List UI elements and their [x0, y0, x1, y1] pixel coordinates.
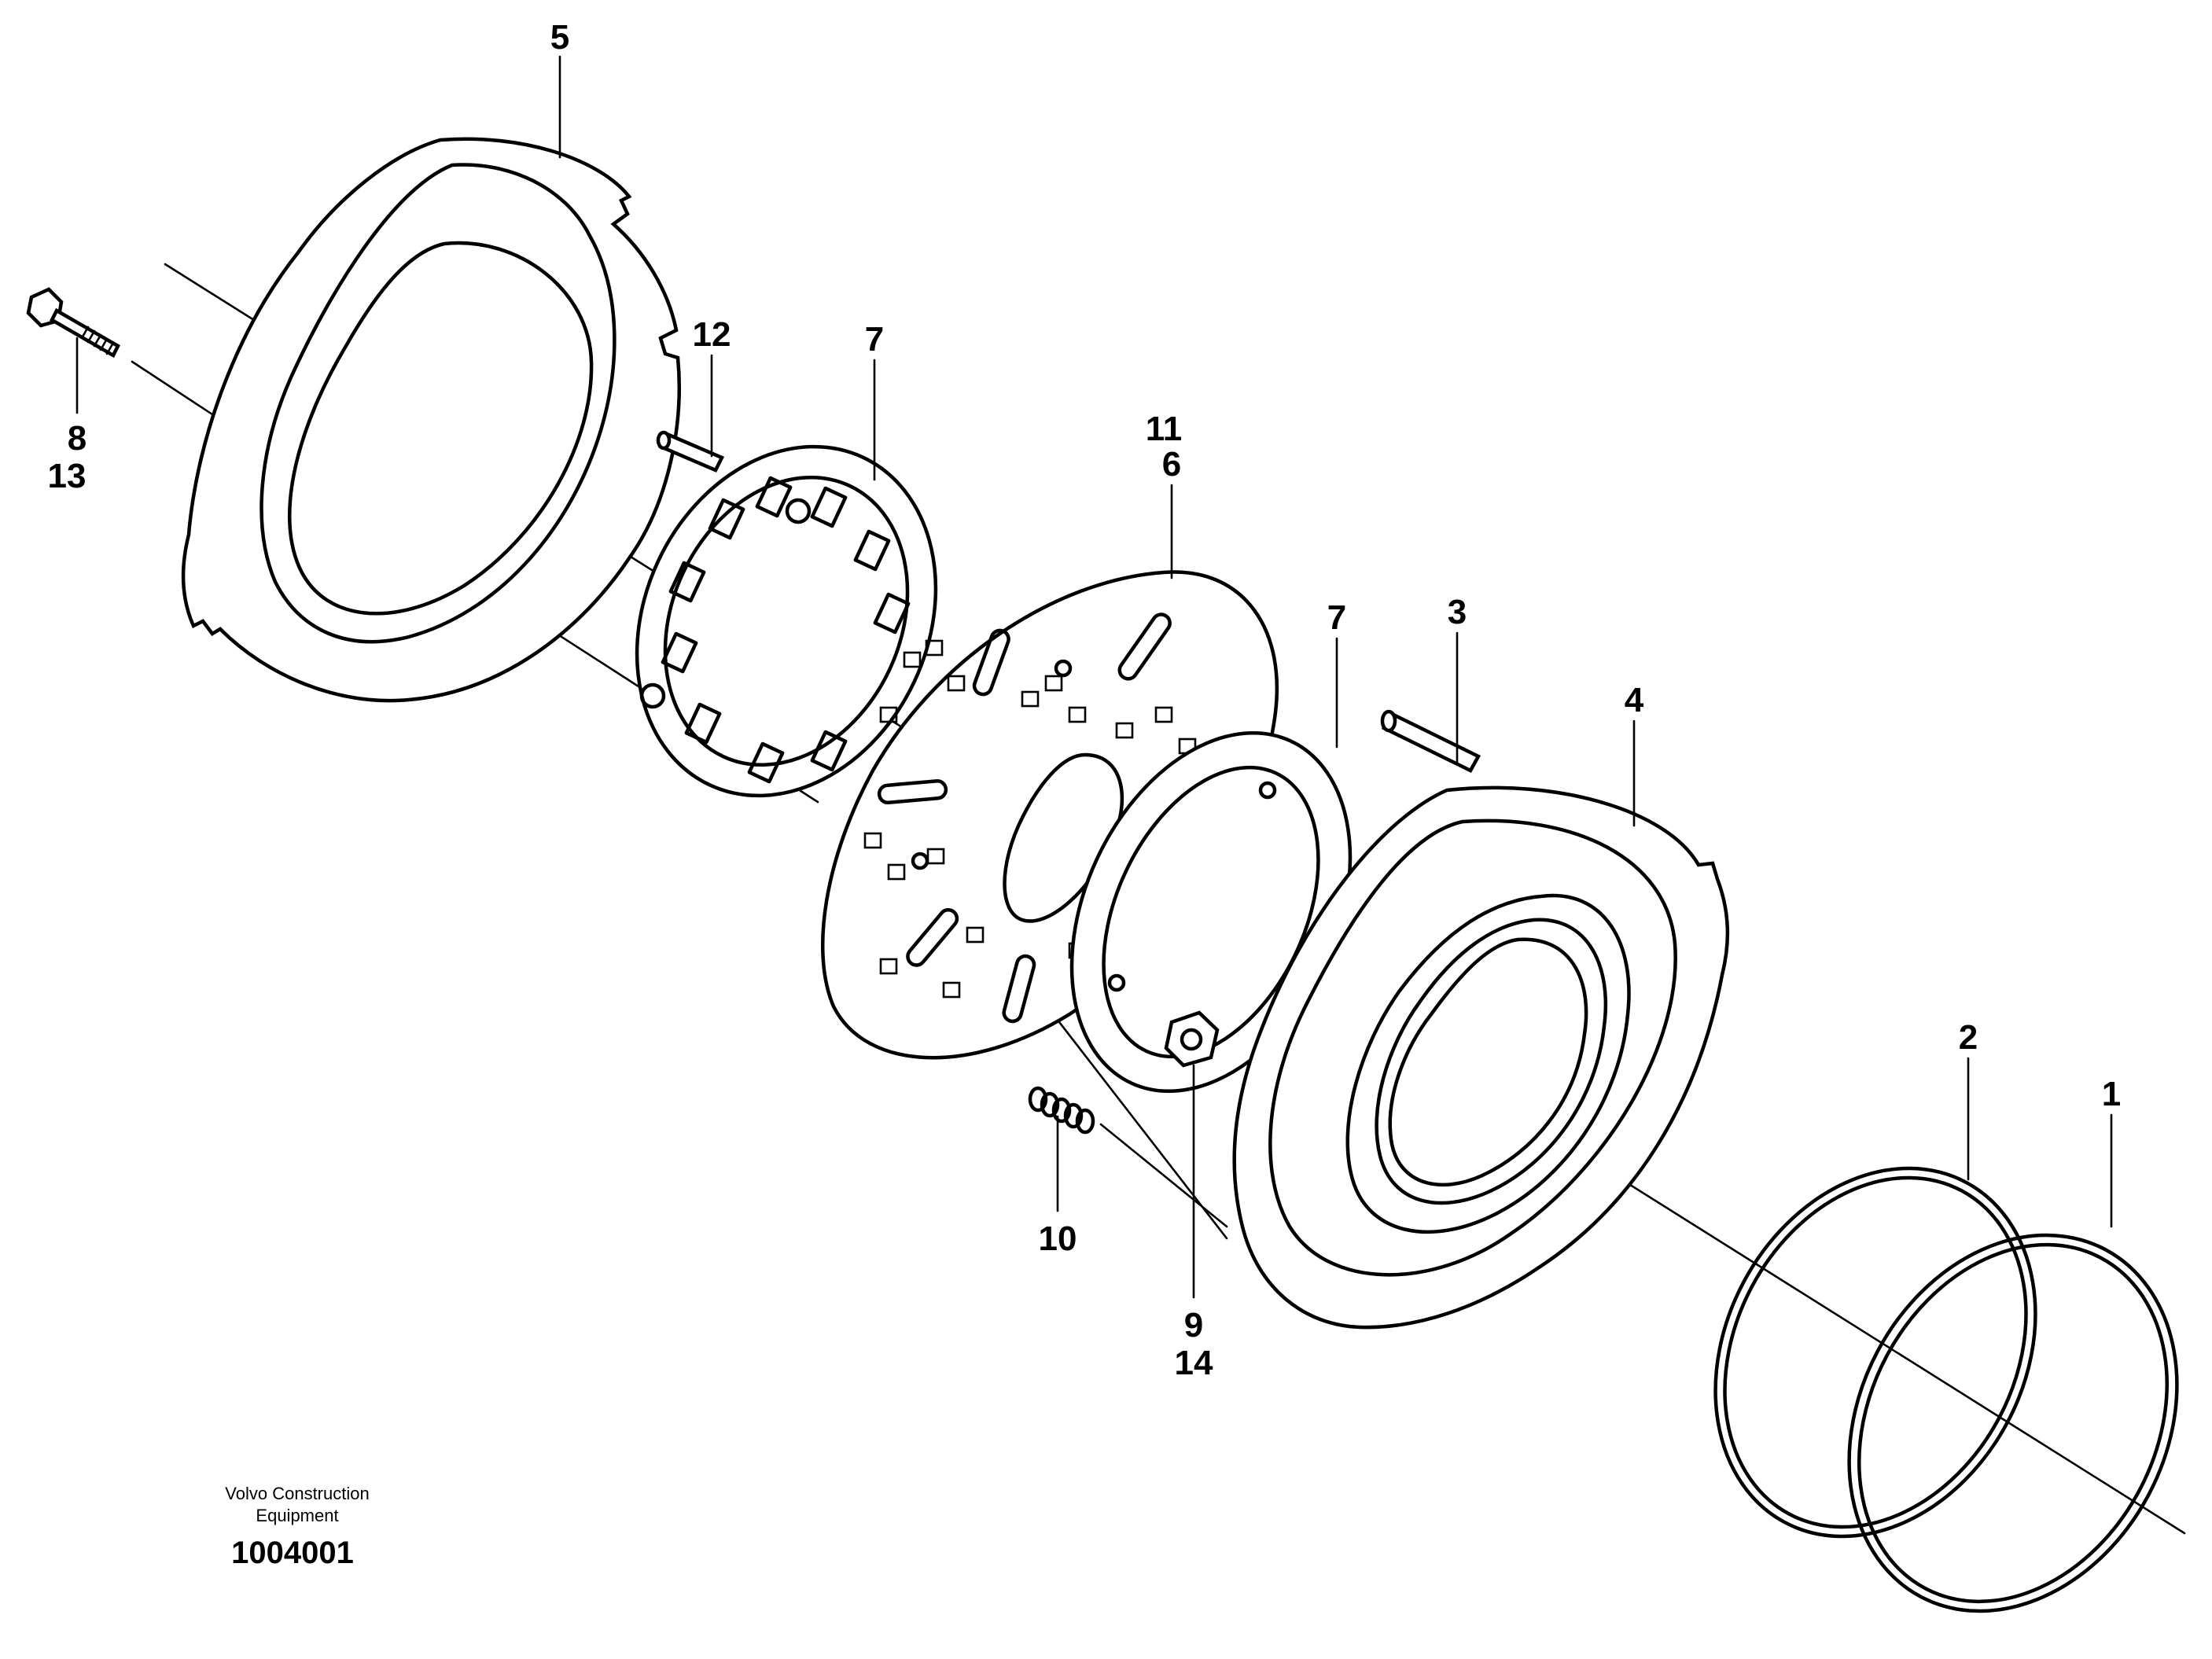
drawing-number: 1004001 — [231, 1536, 354, 1570]
footer-block: Volvo Construction Equipment 1004001 — [225, 1484, 369, 1570]
callout-labels: 5 8 13 12 7 11 6 7 3 4 2 1 10 9 14 — [48, 18, 2122, 1382]
callout-9: 9 — [1184, 1306, 1203, 1344]
callout-1: 1 — [2102, 1075, 2121, 1113]
part-5-friction-disc — [181, 137, 681, 703]
part-3-pin — [1380, 709, 1481, 773]
callout-3: 3 — [1448, 593, 1467, 631]
callout-5: 5 — [550, 18, 569, 57]
part-10-spring — [1028, 1086, 1095, 1135]
part-12-pin — [656, 430, 725, 473]
part-9-14-nut — [1164, 1010, 1220, 1068]
callout-13: 13 — [48, 457, 86, 495]
callout-6: 6 — [1162, 445, 1181, 484]
callout-2: 2 — [1959, 1018, 1978, 1057]
part-6-11-center-plate — [821, 570, 1279, 1060]
callout-7-right: 7 — [1327, 598, 1346, 637]
callout-11: 11 — [1146, 410, 1183, 448]
part-8-13-bolt — [26, 287, 120, 359]
part-2-sealing-ring — [1713, 1166, 2037, 1539]
callout-8: 8 — [68, 419, 86, 458]
maker-line-2: Equipment — [256, 1506, 338, 1525]
callout-12: 12 — [693, 315, 731, 354]
callout-4: 4 — [1625, 681, 1644, 719]
part-1-sealing-ring — [1847, 1233, 2179, 1613]
maker-line-1: Volvo Construction — [225, 1484, 369, 1503]
callout-7-left: 7 — [865, 320, 884, 359]
callout-14: 14 — [1175, 1344, 1213, 1382]
part-4-piston-housing — [1232, 785, 1730, 1330]
leader-lines — [75, 55, 2113, 1299]
callout-10: 10 — [1039, 1219, 1077, 1258]
part-7-spring-ring-left — [635, 444, 938, 798]
